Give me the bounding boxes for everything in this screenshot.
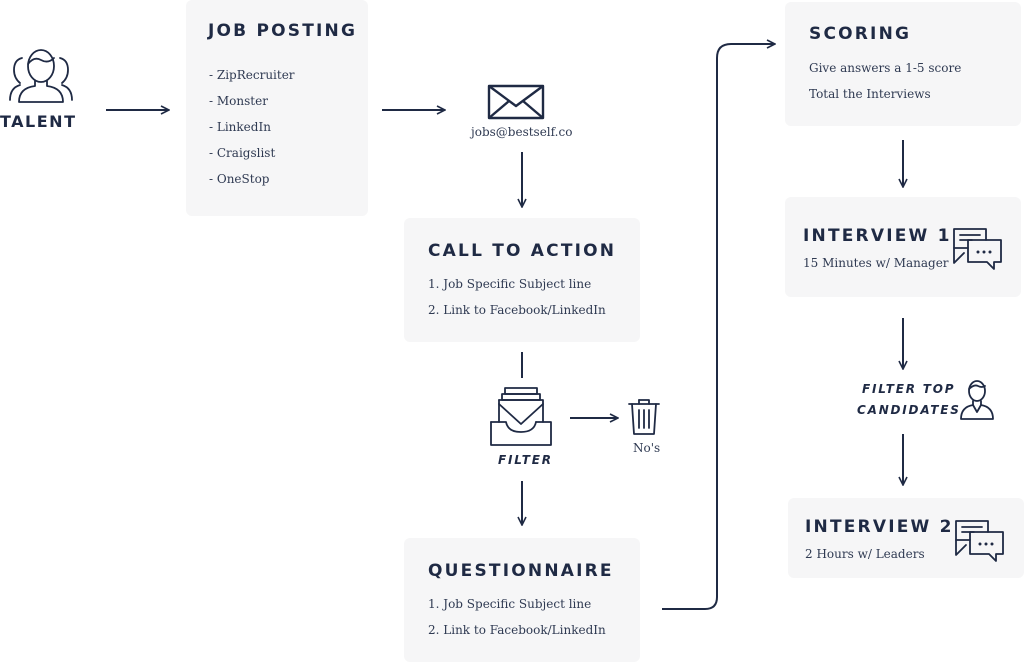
- scoring-item: Total the Interviews: [809, 87, 931, 101]
- people-group-icon: [9, 49, 73, 103]
- trash-icon: [628, 399, 660, 435]
- cta-item: 2. Link to Facebook/LinkedIn: [428, 303, 606, 317]
- job-posting-title: JOB POSTING: [208, 21, 358, 41]
- filter-label: FILTER: [498, 453, 553, 467]
- interview2-title: INTERVIEW 2: [805, 517, 954, 537]
- trash-label: No's: [633, 441, 661, 455]
- envelope-icon: [487, 84, 545, 120]
- job-board-item: - OneStop: [209, 172, 270, 186]
- scoring-title: SCORING: [809, 24, 912, 44]
- job-posting-card: [186, 0, 368, 216]
- arrow-questionnaire-to-scoring: [662, 44, 774, 610]
- interview1-subtitle: 15 Minutes w/ Manager: [803, 256, 949, 270]
- mail-tray-icon: [490, 387, 552, 446]
- filter-top-line2: CANDIDATES: [857, 403, 961, 417]
- job-board-item: - LinkedIn: [209, 120, 271, 134]
- interview1-title: INTERVIEW 1: [803, 226, 952, 246]
- chat-bubbles-icon: [953, 228, 1002, 270]
- questionnaire-item: 2. Link to Facebook/LinkedIn: [428, 623, 606, 637]
- interview1-card: [785, 197, 1021, 297]
- job-board-item: - Monster: [209, 94, 268, 108]
- talent-label: TALENT: [0, 112, 77, 131]
- call-to-action-title: CALL TO ACTION: [428, 241, 617, 261]
- questionnaire-title: QUESTIONNAIRE: [428, 561, 614, 581]
- scoring-card: [785, 2, 1021, 126]
- cta-item: 1. Job Specific Subject line: [428, 277, 592, 291]
- filter-top-line1: FILTER TOP: [862, 382, 956, 396]
- questionnaire-card: [404, 538, 640, 662]
- interview2-subtitle: 2 Hours w/ Leaders: [805, 547, 925, 561]
- email-address: jobs@bestself.co: [471, 125, 573, 139]
- interview2-card: [788, 498, 1024, 578]
- scoring-item: Give answers a 1-5 score: [809, 61, 962, 75]
- questionnaire-item: 1. Job Specific Subject line: [428, 597, 592, 611]
- person-icon: [960, 380, 994, 420]
- job-board-item: - ZipRecruiter: [209, 68, 295, 82]
- chat-bubbles-icon: [955, 520, 1004, 562]
- job-board-item: - Craigslist: [209, 146, 276, 160]
- call-to-action-card: [404, 218, 640, 342]
